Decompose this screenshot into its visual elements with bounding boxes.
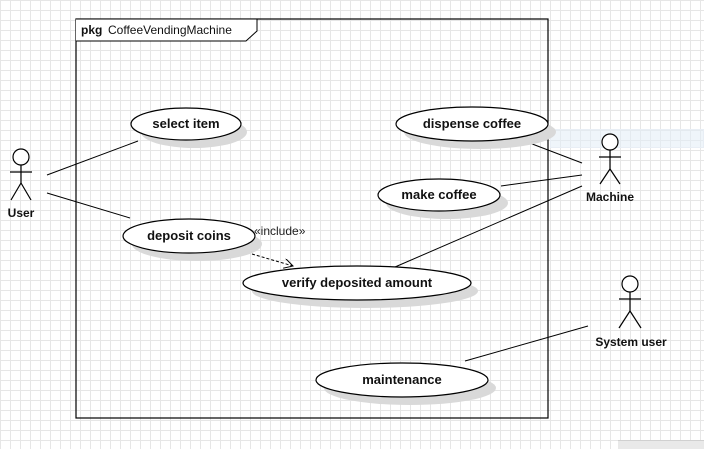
stick-figure-icon (599, 133, 621, 185)
association-machine-verify-amount (394, 185, 583, 268)
use-case-label: deposit coins (147, 228, 231, 243)
actor-label: User (8, 206, 35, 220)
bottom-right-scrollbar-stub (618, 440, 704, 449)
association-machine-dispense-coffee (526, 141, 583, 164)
stick-figure-icon (618, 275, 642, 329)
association-user-deposit-coins (46, 192, 131, 219)
actor-user[interactable]: User (8, 148, 35, 220)
use-case-label: select item (152, 116, 219, 131)
use-case-select-item[interactable]: select item (130, 107, 247, 148)
use-case-label: dispense coffee (423, 116, 521, 131)
use-case-make-coffee[interactable]: make coffee (377, 178, 508, 219)
association-machine-make-coffee (500, 174, 583, 187)
associations (46, 140, 589, 362)
use-case-dispense-coffee[interactable]: dispense coffee (395, 106, 556, 149)
include-label: «include» (254, 224, 306, 238)
use-case-maintenance[interactable]: maintenance (315, 362, 496, 405)
stick-figure-icon (10, 148, 32, 201)
actor-system-user[interactable]: System user (595, 275, 667, 349)
use-case-label: verify deposited amount (282, 275, 433, 290)
association-system-user-maintenance (464, 325, 589, 362)
use-case-deposit-coins[interactable]: deposit coins (122, 218, 262, 261)
use-case-verify-deposited-amount[interactable]: verify deposited amount (242, 265, 478, 308)
use-case-label: make coffee (401, 187, 476, 202)
package-name: CoffeeVendingMachine (108, 23, 232, 37)
package-frame[interactable]: pkg CoffeeVendingMachine (75, 18, 549, 419)
use-case-label: maintenance (362, 372, 441, 387)
association-user-select-item (46, 140, 139, 176)
actor-label: Machine (586, 190, 634, 204)
actor-machine[interactable]: Machine (586, 133, 634, 204)
actor-label: System user (595, 335, 667, 349)
package-keyword: pkg (81, 23, 102, 37)
include-dependency[interactable]: «include» (251, 224, 306, 266)
